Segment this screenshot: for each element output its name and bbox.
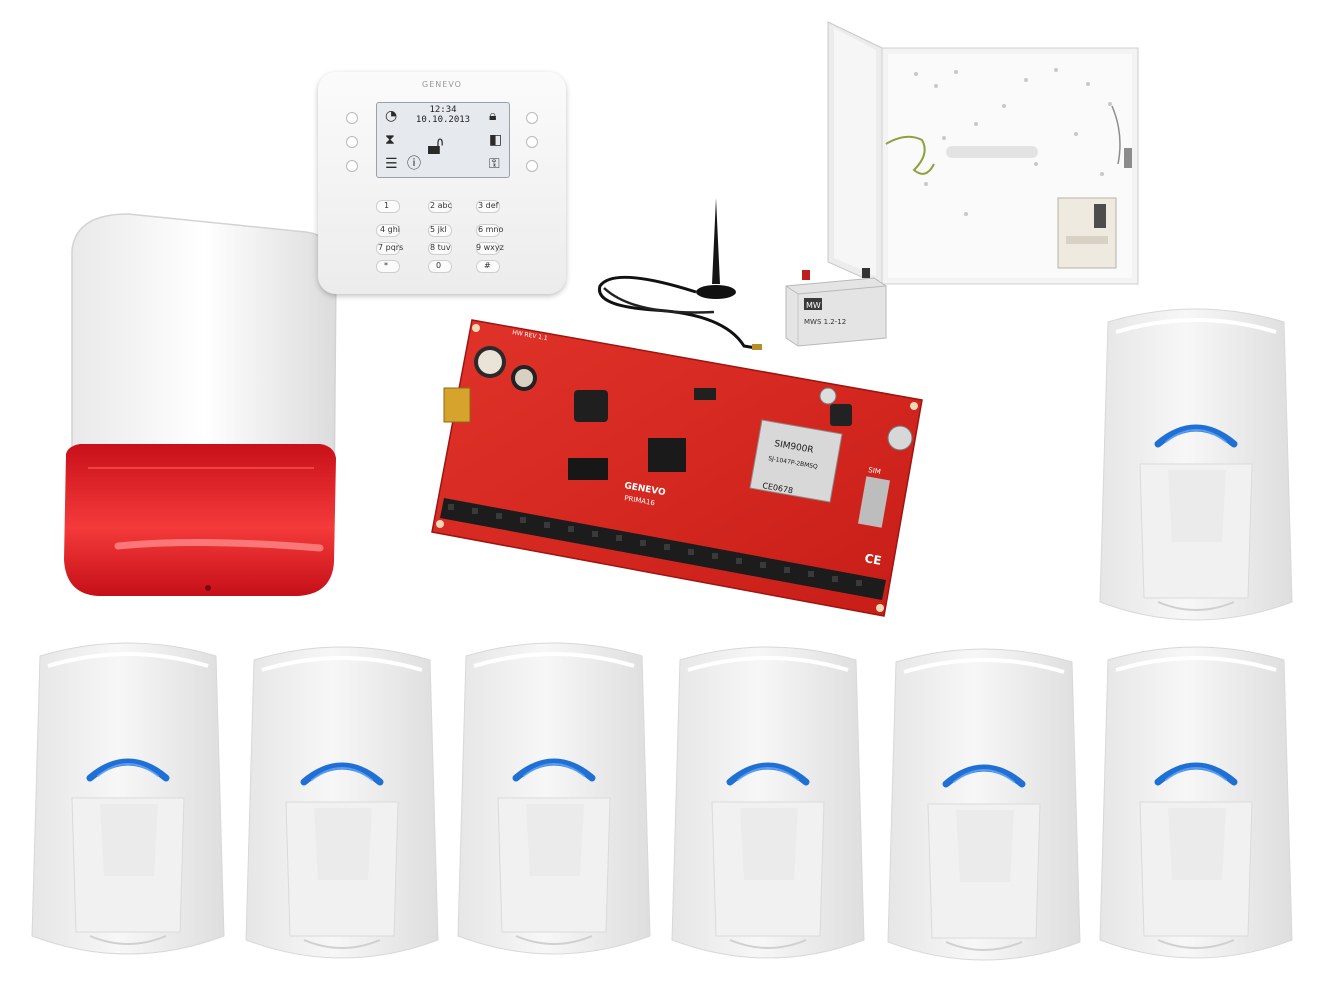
key-label: 0 [436, 261, 442, 270]
metal-enclosure [827, 21, 1139, 286]
motion-detector [1098, 640, 1294, 968]
display-time: 12:34 [429, 105, 457, 115]
side-button-right-3[interactable] [526, 160, 538, 172]
motion-detector [1098, 302, 1294, 630]
motion-detector [30, 636, 226, 964]
keypad-display: 12:34 10.10.2013 ◔ 🔒︎ ⧗ 🔓︎ ◧ ☰ ⓘ ⚿ [376, 102, 510, 178]
key-label: # [484, 261, 491, 270]
key-2[interactable] [428, 200, 452, 213]
motion-detector [886, 642, 1082, 970]
timer-icon: ◔ [385, 108, 398, 124]
list-icon: ☰ [385, 156, 398, 172]
key-9[interactable] [476, 242, 500, 255]
half-lock-icon: ◧ [489, 132, 503, 148]
user-lock-icon: ⚿ [489, 156, 500, 172]
key-hash[interactable] [476, 260, 500, 273]
lock-closed-icon: 🔒︎ [489, 108, 497, 124]
key-label: 4 ghi [380, 225, 401, 234]
display-date: 10.10.2013 [415, 115, 471, 125]
sim-label: SIM [868, 466, 882, 476]
key-label: 7 pqrs [378, 243, 404, 252]
side-button-left-1[interactable] [346, 112, 358, 124]
motion-detector [670, 640, 866, 968]
key-label: 2 abc [430, 201, 453, 210]
key-0[interactable] [428, 260, 452, 273]
key-label: 6 mno [478, 225, 504, 234]
key-8[interactable] [428, 242, 452, 255]
gsm-antenna [597, 198, 762, 350]
side-button-left-2[interactable] [346, 136, 358, 148]
key-3[interactable] [476, 200, 500, 213]
battery-label: MWS 1.2-12 [804, 318, 846, 326]
key-label: 3 def [478, 201, 499, 210]
key-5[interactable] [428, 224, 452, 237]
outdoor-siren [64, 213, 337, 596]
side-button-right-2[interactable] [526, 136, 538, 148]
key-label: 8 tuv [430, 243, 451, 252]
keypad-brand: GENEVO [422, 80, 462, 89]
ce-mark: CE [863, 551, 882, 568]
key-star[interactable] [376, 260, 400, 273]
key-label: 1 [384, 201, 390, 210]
info-icon: ⓘ [407, 156, 421, 172]
side-button-left-3[interactable] [346, 160, 358, 172]
key-label: 9 wxyz [476, 243, 504, 252]
key-1[interactable] [376, 200, 400, 213]
key-label: 5 jkl [430, 225, 447, 234]
key-7[interactable] [376, 242, 400, 255]
key-label: * [384, 261, 388, 270]
backup-battery: MW MWS 1.2-12 [785, 268, 887, 347]
alarm-control-board: SIM900R SJ-1047P-2BMSQ CE0678 SIM HW REV… [431, 319, 923, 617]
lock-open-icon: 🔓︎ [427, 131, 444, 161]
hourglass-icon: ⧗ [385, 132, 395, 148]
alarm-keypad: GENEVO 12:34 10.10.2013 ◔ 🔒︎ ⧗ 🔓︎ ◧ ☰ ⓘ … [318, 72, 566, 294]
key-4[interactable] [376, 224, 400, 237]
side-button-right-1[interactable] [526, 112, 538, 124]
motion-detector [456, 636, 652, 964]
battery-brand: MW [806, 301, 821, 310]
key-6[interactable] [476, 224, 500, 237]
motion-detector [244, 640, 440, 968]
